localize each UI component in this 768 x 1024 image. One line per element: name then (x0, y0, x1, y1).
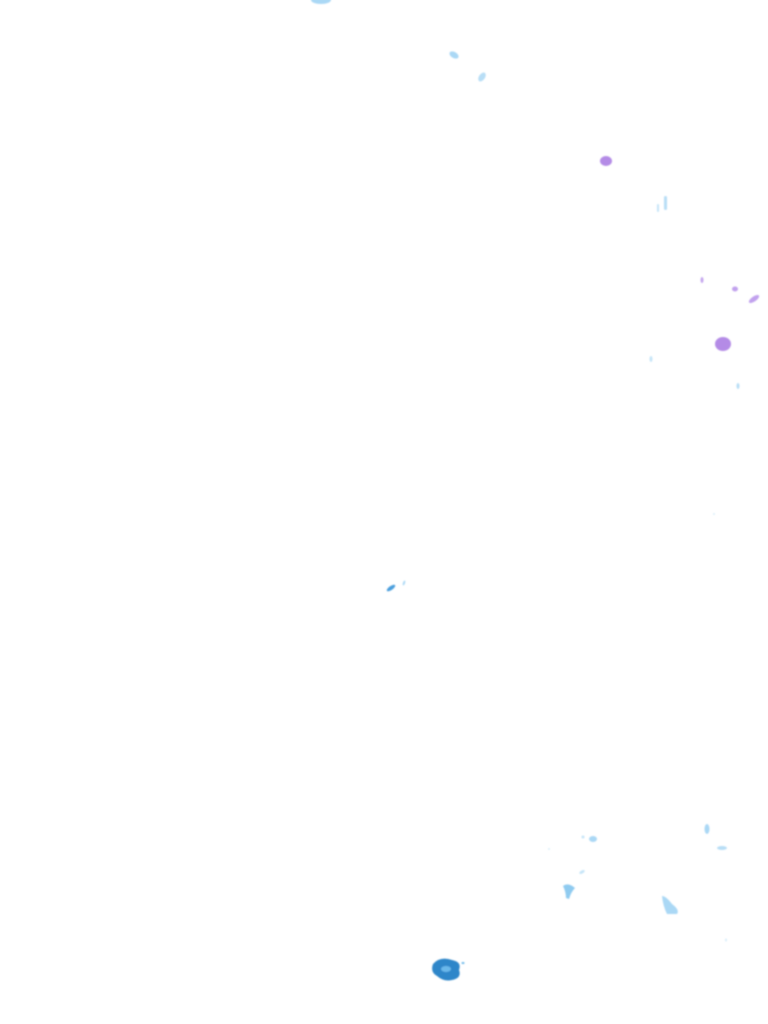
blue-speck (736, 383, 740, 389)
blue-speck (449, 51, 459, 59)
violet-speck (715, 337, 731, 351)
blue-speck (579, 870, 585, 874)
blue-speck (402, 580, 406, 586)
blue-speck (725, 938, 727, 942)
violet-speck (748, 294, 760, 304)
blue-speck (311, 0, 331, 4)
blue-speck (713, 513, 715, 515)
blue-speck (548, 848, 550, 850)
blue-speck (657, 204, 659, 212)
violet-speck (600, 156, 612, 166)
violet-speck (700, 277, 704, 283)
blue-speck (649, 356, 653, 362)
blue-speck (441, 966, 451, 972)
blue-speck (461, 962, 465, 964)
blue-speck (478, 72, 486, 82)
blue-speck (664, 196, 667, 210)
blue-speck (581, 835, 585, 839)
blue-speck (662, 896, 678, 914)
blue-speck (386, 584, 396, 592)
blue-speck (589, 836, 597, 842)
blue-speck (717, 846, 727, 850)
violet-speck (732, 286, 738, 292)
blue-speck (563, 884, 575, 899)
blue-speck (704, 824, 710, 834)
